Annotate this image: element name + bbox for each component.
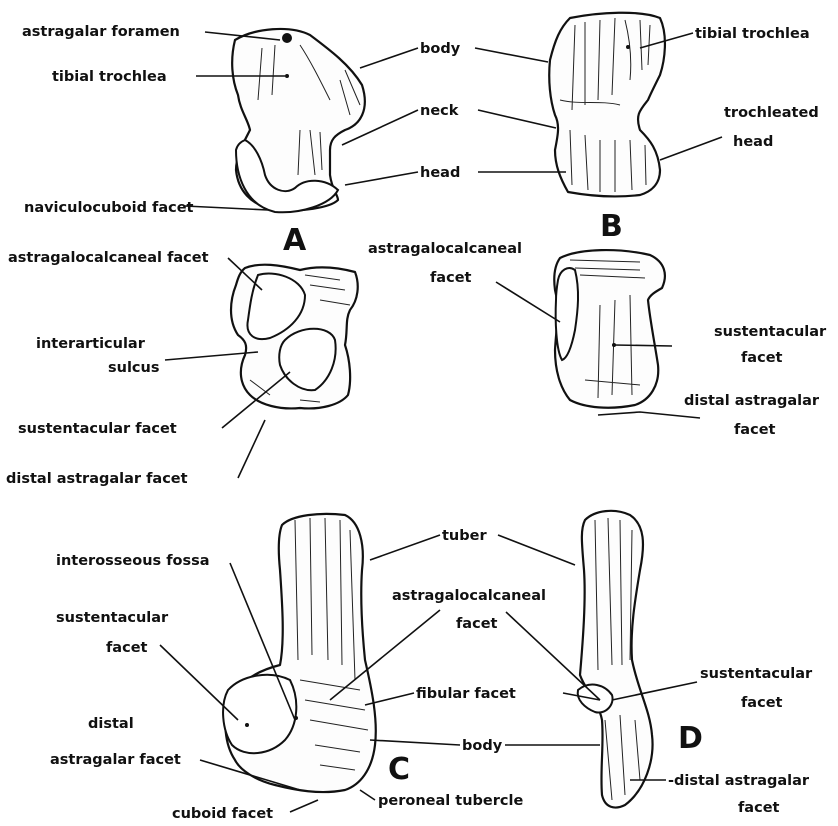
label-tuber: tuber — [442, 528, 487, 544]
panel-letter-b: B — [600, 209, 623, 244]
label-interarticular: interarticular — [36, 336, 146, 352]
label-sustentacular-d: sustentacular — [700, 666, 813, 682]
label-sulcus: sulcus — [108, 360, 159, 376]
astragalus-a-drawing — [232, 29, 365, 212]
label-astragalocalcaneal-c: astragalocalcaneal — [392, 588, 546, 604]
astragalus-a-lower-drawing — [231, 265, 358, 409]
panel-letter-c: C — [388, 752, 410, 787]
label-distal-facet-b: facet — [734, 422, 776, 438]
label-distal-astragalar-b: distal astragalar — [684, 393, 820, 409]
label-interosseous-fossa: interosseous fossa — [56, 553, 210, 569]
label-head-shared: head — [420, 165, 460, 181]
label-fibular-facet: fibular facet — [416, 686, 516, 702]
label-sustentacular-facet-a: sustentacular facet — [18, 421, 177, 437]
astragalus-b-lower-drawing — [554, 250, 665, 408]
label-tibial-trochlea-a: tibial trochlea — [52, 69, 167, 85]
label-cuboid-facet: cuboid facet — [172, 806, 273, 822]
label-body-top: body — [420, 41, 461, 57]
label-facet-d: facet — [741, 695, 783, 711]
label-peroneal-tubercle: peroneal tubercle — [378, 793, 523, 809]
label-sustentacular-c: sustentacular — [56, 610, 169, 626]
astragalus-b-drawing — [549, 13, 665, 197]
label-astragalocalcaneal-facet-a: astragalocalcaneal facet — [8, 250, 209, 266]
label-tibial-trochlea-b: tibial trochlea — [695, 26, 810, 42]
label-trochleated: trochleated — [724, 105, 819, 121]
calcaneus-d-drawing — [578, 511, 653, 808]
panel-letter-a: A — [283, 223, 307, 258]
label-distal-astragalar-d: -distal astragalar — [668, 773, 810, 789]
label-naviculocuboid-facet: naviculocuboid facet — [24, 200, 194, 216]
calcaneus-c-drawing — [223, 514, 376, 792]
label-astragalar-facet-c: astragalar facet — [50, 752, 181, 768]
label-sustentacular-facet-c: facet — [106, 640, 148, 656]
label-head-b: head — [733, 134, 773, 150]
panel-letter-d: D — [678, 721, 703, 756]
label-neck: neck — [420, 103, 459, 119]
label-facet-c: facet — [456, 616, 498, 632]
label-distal-c: distal — [88, 716, 134, 732]
label-astragalar-foramen: astragalar foramen — [22, 24, 180, 40]
label-body-bottom: body — [462, 738, 503, 754]
label-distal-astragalar-facet-a: distal astragalar facet — [6, 471, 188, 487]
label-facet-b: facet — [430, 270, 472, 286]
label-astragalocalcaneal-b: astragalocalcaneal — [368, 241, 522, 257]
label-distal-facet-d: facet — [738, 800, 780, 816]
label-sustentacular-b: sustentacular — [714, 324, 827, 340]
label-sustentacular-facet-b: facet — [741, 350, 783, 366]
